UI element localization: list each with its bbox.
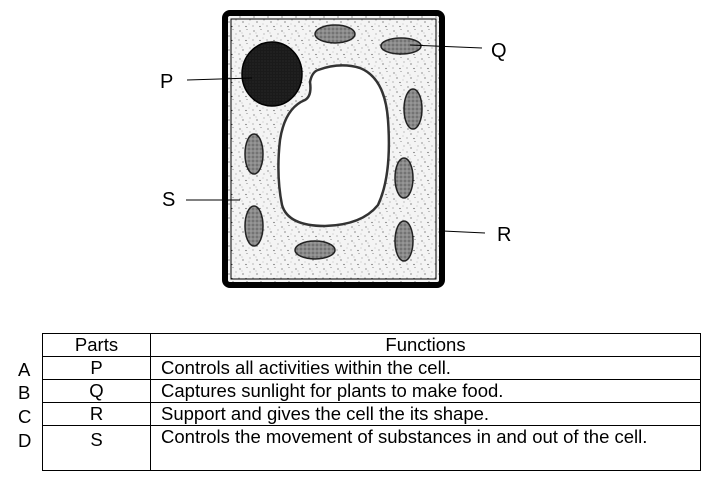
chloroplast [394,157,414,199]
label-s: S [162,189,175,211]
parts-functions-table: Parts Functions P Controls all activitie… [42,333,701,471]
label-q: Q [491,40,507,62]
table-row: S Controls the movement of substances in… [42,425,701,471]
chloroplast [394,220,414,262]
row-function: Controls the movement of substances in a… [150,425,701,471]
leader-line-p [186,77,253,81]
row-function: Support and gives the cell the its shape… [150,402,701,426]
row-part: Q [42,379,151,403]
chloroplasts [244,24,423,262]
chloroplast [380,37,422,55]
row-part: S [42,425,151,471]
nucleus [241,41,303,107]
row-part: R [42,402,151,426]
chloroplast [294,240,336,260]
row-part: P [42,356,151,380]
chloroplast [314,24,356,44]
option-letter: A [18,359,31,380]
row-function: Controls all activities within the cell. [150,356,701,380]
label-p: P [160,71,173,93]
leader-line-q [409,44,483,49]
chloroplast [403,88,423,130]
table-header-row: Parts Functions [42,333,701,357]
header-functions: Functions [150,333,701,357]
option-letter: D [18,430,32,451]
leader-line-r [442,230,486,234]
plant-cell-diagram: P Q R S [160,10,511,288]
table-row: P Controls all activities within the cel… [42,356,701,380]
option-letter: B [18,382,31,403]
vacuole [277,64,391,228]
table-row: Q Captures sunlight for plants to make f… [42,379,701,403]
chloroplast [244,133,264,175]
label-r: R [497,224,511,246]
row-function: Captures sunlight for plants to make foo… [150,379,701,403]
header-parts: Parts [42,333,151,357]
option-letter: C [18,406,32,427]
cell-membrane [230,18,437,280]
chloroplast [244,205,264,247]
table-row: R Support and gives the cell the its sha… [42,402,701,426]
